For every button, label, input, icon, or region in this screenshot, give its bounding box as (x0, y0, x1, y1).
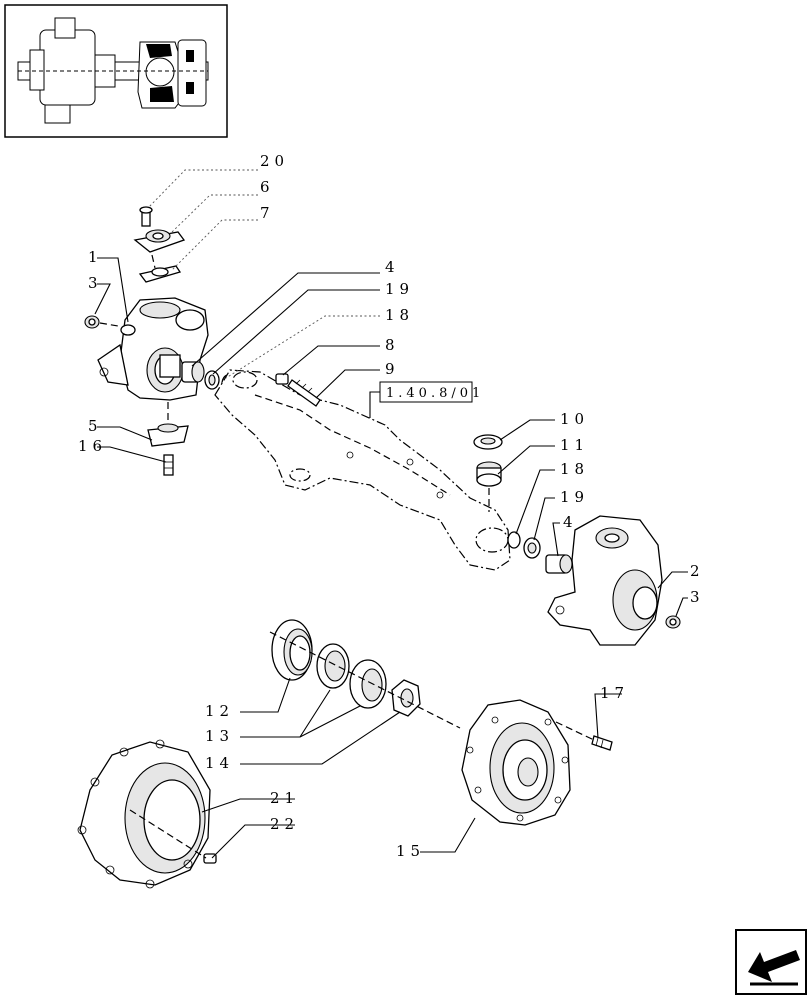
nut-part-14 (391, 679, 421, 717)
callout-8: 8 (385, 336, 400, 354)
hub-plug-axis-line (129, 809, 207, 859)
callout-19-lower: 19 (560, 488, 589, 506)
return-arrow-icon[interactable] (735, 929, 807, 995)
callout-14: 14 (205, 754, 234, 772)
callout-3-right: 3 (690, 588, 705, 606)
callout-4-upper: 4 (385, 258, 400, 276)
callout-1: 1 (88, 248, 103, 266)
callout-11: 11 (560, 436, 589, 454)
callout-3-left: 3 (88, 274, 103, 292)
hub-carrier-part-15 (461, 699, 571, 826)
plug-part-8 (275, 373, 289, 385)
callout-7: 7 (260, 204, 275, 222)
stud-part-17 (591, 735, 613, 751)
seal-part-12 (271, 619, 313, 681)
callout-9: 9 (385, 360, 400, 378)
reference-box[interactable]: 1.40.8/01 (379, 381, 484, 403)
bushing-part-4-right (545, 554, 573, 574)
bearing-part-13 (316, 643, 387, 709)
cap-part-6 (133, 229, 186, 253)
bolt-part-20 (139, 206, 153, 227)
callout-18-upper: 18 (385, 306, 414, 324)
callout-6: 6 (260, 178, 275, 196)
upper-pivot-group (133, 206, 186, 283)
lower-pivot-part-5 (147, 402, 189, 447)
shim-part-7 (138, 265, 182, 283)
callout-22: 22 (270, 815, 299, 833)
callout-13: 13 (205, 727, 234, 745)
callout-19-upper: 19 (385, 280, 414, 298)
callout-2: 2 (690, 562, 705, 580)
left-steering-knuckle-part-1 (97, 297, 209, 401)
callout-5: 5 (88, 417, 103, 435)
axle-housing-outline (214, 369, 511, 571)
nut-part-3-right (665, 615, 681, 629)
callout-4-lower: 4 (563, 513, 578, 531)
callout-labels: 20 6 7 1 3 4 19 18 8 9 5 16 10 11 18 19 … (78, 152, 705, 860)
wheel-hub-part-21 (77, 739, 211, 889)
nut-part-3-left (84, 315, 119, 329)
callout-21: 21 (270, 789, 299, 807)
overview-thumbnail (4, 4, 228, 138)
pin-part-9 (287, 379, 321, 407)
callout-20: 20 (260, 152, 289, 170)
right-steering-knuckle-part-2 (547, 515, 663, 646)
callout-12: 12 (205, 702, 234, 720)
callout-16: 16 (78, 437, 107, 455)
stud-axis-line (555, 721, 595, 741)
leader-lines (94, 169, 688, 859)
ring-part-18-right (507, 531, 521, 549)
bushing-part-11 (476, 461, 502, 512)
hub-axis-line (269, 631, 461, 729)
seal-part-19-left (204, 370, 220, 390)
callout-10: 10 (560, 410, 589, 428)
seal-part-19-right (523, 537, 541, 559)
seal-part-10 (473, 434, 503, 450)
grease-fitting-part-16 (163, 454, 174, 476)
callout-17: 17 (600, 684, 629, 702)
callout-15: 15 (396, 842, 425, 860)
callout-18-lower: 18 (560, 460, 589, 478)
reference-box-label: 1.40.8/01 (386, 386, 484, 401)
bushing-part-4-left (181, 361, 205, 383)
